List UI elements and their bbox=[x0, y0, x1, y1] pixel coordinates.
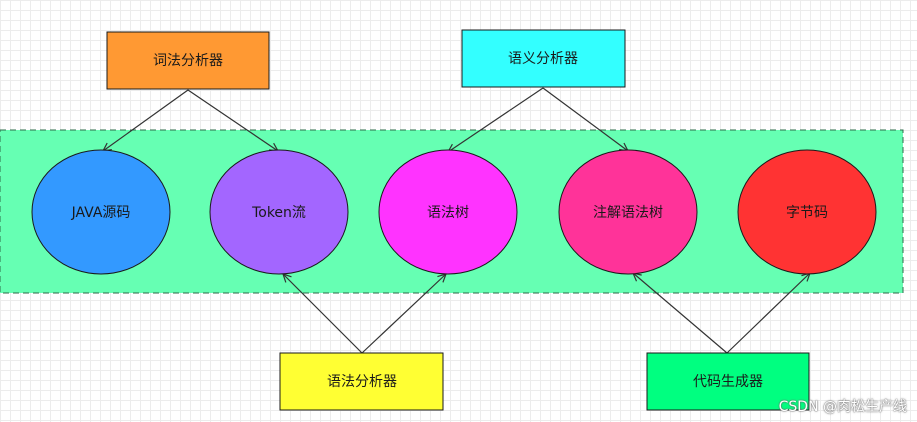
watermark: CSDN @肉松生产线 bbox=[778, 399, 907, 415]
arrow-codegen-to-annotated bbox=[633, 273, 728, 354]
arrow-lexer-to-token bbox=[187, 89, 278, 151]
arrows bbox=[103, 87, 810, 354]
processor-codegen: 代码生成器 bbox=[646, 352, 810, 411]
processor-codegen-label: 代码生成器 bbox=[693, 374, 763, 390]
arrow-lexer-to-java bbox=[103, 89, 189, 151]
stage-annotated-tree-label: 注解语法树 bbox=[593, 205, 663, 221]
stage-bytecode-shape bbox=[737, 149, 877, 275]
processor-parser-label: 语法分析器 bbox=[327, 374, 397, 390]
stage-annotated-tree-shape bbox=[558, 149, 698, 275]
stage-syntax-tree-shape bbox=[378, 149, 518, 275]
processor-parser: 语法分析器 bbox=[279, 352, 444, 411]
processor-semantic: 语义分析器 bbox=[461, 29, 626, 88]
stage-token-stream-shape bbox=[209, 149, 349, 275]
processor-parser-box bbox=[279, 352, 444, 411]
stage-java-source-label: JAVA源码 bbox=[71, 205, 131, 221]
processor-semantic-box bbox=[461, 29, 626, 88]
processor-semantic-label: 语义分析器 bbox=[508, 51, 578, 67]
stage-token-stream: Token流 bbox=[209, 149, 349, 275]
stage-annotated-tree: 注解语法树 bbox=[558, 149, 698, 275]
stage-java-source-shape bbox=[31, 149, 171, 275]
processor-lexer: 词法分析器 bbox=[106, 31, 270, 90]
processor-codegen-box bbox=[646, 352, 810, 411]
stage-bytecode: 字节码 bbox=[737, 149, 877, 275]
arrow-parser-to-token bbox=[283, 274, 363, 354]
arrow-semantic-to-tree bbox=[448, 87, 544, 152]
stage-bytecode-label: 字节码 bbox=[786, 205, 828, 221]
stage-syntax-tree-label: 语法树 bbox=[427, 205, 469, 221]
processor-lexer-box bbox=[106, 31, 270, 90]
stage-syntax-tree: 语法树 bbox=[378, 149, 518, 275]
arrow-parser-to-tree bbox=[361, 274, 446, 354]
processor-lexer-label: 词法分析器 bbox=[153, 53, 223, 69]
stage-java-source: JAVA源码 bbox=[31, 149, 171, 275]
arrow-semantic-to-annotated bbox=[542, 87, 628, 151]
stage-token-stream-label: Token流 bbox=[251, 205, 306, 221]
arrow-codegen-to-bytecode bbox=[726, 273, 810, 354]
